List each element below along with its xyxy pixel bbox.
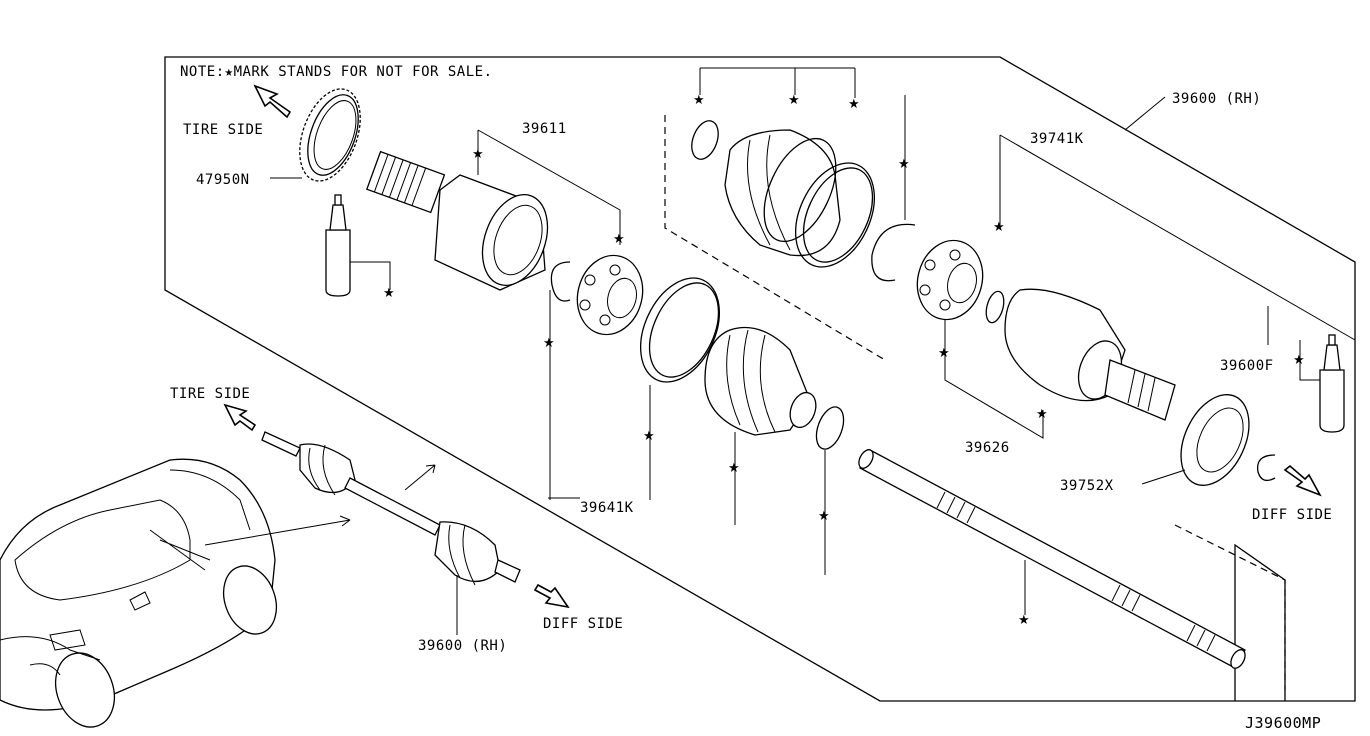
diff-side-arrow-right bbox=[1283, 464, 1322, 497]
star-top-2: ★ bbox=[788, 93, 800, 108]
star-grease-left: ★ bbox=[383, 286, 395, 301]
part-number-39641K: 39641K bbox=[580, 500, 634, 516]
snap-ring-far-right bbox=[1256, 454, 1276, 482]
star-39741K: ★ bbox=[993, 220, 1005, 235]
tire-side-arrow-mid bbox=[223, 403, 257, 432]
outer-joint-assembly bbox=[366, 150, 549, 291]
star-top-3: ★ bbox=[848, 97, 860, 112]
grease-tube-left bbox=[325, 194, 351, 297]
tire-side-label-mid: TIRE SIDE bbox=[170, 386, 250, 402]
snap-ring-right bbox=[871, 223, 916, 282]
grease-tube-right bbox=[1319, 334, 1345, 433]
part-number-39741K: 39741K bbox=[1030, 131, 1084, 147]
star-39626-right: ★ bbox=[1036, 407, 1048, 422]
part-number-39600-rh-top: 39600 (RH) bbox=[1172, 91, 1261, 107]
part-number-39611: 39611 bbox=[522, 121, 567, 137]
star-39611-right: ★ bbox=[613, 232, 625, 247]
clamp-top-small bbox=[691, 120, 719, 160]
boot-right bbox=[724, 129, 841, 257]
star-shaft: ★ bbox=[1018, 613, 1030, 628]
tire-side-arrow-top bbox=[253, 84, 292, 119]
part-number-47950N: 47950N bbox=[196, 172, 250, 188]
snap-ring-small-right bbox=[985, 290, 1005, 324]
dust-seal bbox=[1180, 394, 1250, 486]
star-boot-left: ★ bbox=[728, 461, 740, 476]
boot-band-left bbox=[640, 277, 720, 383]
inner-joint-housing bbox=[1004, 288, 1176, 421]
star-snap-ring-right: ★ bbox=[898, 157, 910, 172]
assembled-shaft-small bbox=[261, 431, 521, 586]
diff-side-arrow-bottom bbox=[533, 583, 570, 609]
joint-inner-race-right bbox=[916, 239, 984, 321]
star-39611-left: ★ bbox=[472, 147, 484, 162]
part-number-39752X: 39752X bbox=[1060, 478, 1114, 494]
main-frame-outline bbox=[164, 56, 1356, 702]
star-top-1: ★ bbox=[693, 93, 705, 108]
star-snap-ring: ★ bbox=[543, 336, 555, 351]
diff-side-label-right: DIFF SIDE bbox=[1252, 507, 1332, 523]
small-band-left bbox=[815, 406, 845, 450]
boot-band-right bbox=[795, 162, 875, 268]
note-text: NOTE:★MARK STANDS FOR NOT FOR SALE. bbox=[180, 64, 493, 80]
arrow-up-indicator bbox=[404, 464, 436, 491]
subassembly-dashed-frame bbox=[664, 115, 886, 361]
snap-ring-left bbox=[550, 261, 571, 302]
star-small-band: ★ bbox=[818, 509, 830, 524]
star-boot-band-left: ★ bbox=[643, 429, 655, 444]
subassembly-dashed-frame-2 bbox=[1174, 524, 1286, 690]
car-pointer-arrow bbox=[204, 515, 351, 546]
drive-shaft-bar bbox=[858, 449, 1246, 669]
part-number-39600-rh-bottom: 39600 (RH) bbox=[418, 638, 507, 654]
part-number-39600F: 39600F bbox=[1220, 358, 1274, 374]
tire-side-label-top: TIRE SIDE bbox=[183, 122, 263, 138]
boot-left bbox=[704, 326, 817, 436]
sensor-rotor-ring bbox=[299, 88, 361, 182]
vehicle-illustration bbox=[0, 458, 278, 728]
part-number-39626: 39626 bbox=[965, 440, 1010, 456]
star-39600F: ★ bbox=[1293, 353, 1305, 368]
diagram-code: J39600MP bbox=[1245, 714, 1321, 732]
joint-inner-race bbox=[576, 254, 644, 336]
diff-side-label-bottom: DIFF SIDE bbox=[543, 616, 623, 632]
star-39626-left: ★ bbox=[938, 346, 950, 361]
